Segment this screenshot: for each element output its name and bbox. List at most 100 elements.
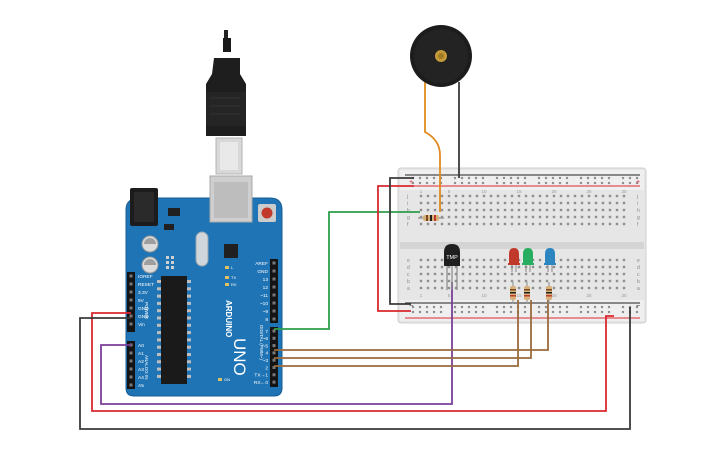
led[interactable] (508, 248, 520, 272)
resistor-buzzer[interactable] (418, 215, 444, 221)
board-led-label: TX (231, 275, 236, 280)
resistor[interactable] (546, 282, 552, 304)
row-letter: c (407, 272, 410, 278)
atmega-chip (161, 276, 187, 384)
pin-label: ~9 (263, 309, 269, 315)
rail-plus-label: + (409, 179, 413, 186)
pin-label: A3 (138, 367, 144, 373)
resistor[interactable] (524, 282, 530, 304)
pin-label: 7 (265, 329, 268, 335)
row-letter: d (407, 265, 410, 271)
pin-label: GND (138, 314, 149, 320)
pin-label: A5 (138, 383, 144, 389)
temperature-sensor[interactable]: TMP (444, 244, 460, 290)
wire-gnd-black[interactable] (79, 307, 631, 430)
pin-label: GND (257, 269, 268, 275)
pin-label: A1 (138, 351, 144, 357)
board-led (225, 283, 229, 286)
pin-label: GND (138, 306, 149, 312)
rail-minus-label: − (636, 303, 640, 310)
column-number: 10 (481, 293, 487, 298)
digital-header-top[interactable] (270, 259, 278, 323)
reset-button[interactable] (258, 204, 276, 222)
column-number: 20 (551, 189, 557, 194)
board-led (218, 378, 222, 381)
piezo-buzzer[interactable] (410, 25, 472, 87)
board-led-label: ON (224, 377, 230, 382)
wire-a0-purple[interactable] (100, 282, 453, 405)
column-number: 5 (448, 189, 451, 194)
led-group[interactable] (508, 248, 556, 304)
rail-plus-label: + (636, 179, 640, 186)
header-power-text: POWER (144, 302, 149, 320)
wire-buzzer-orange[interactable] (424, 82, 441, 212)
wire-led-green-brown[interactable] (274, 300, 532, 359)
pin-label: Vin (138, 322, 145, 328)
pin-label: RESET (138, 282, 154, 288)
analog-header[interactable] (127, 341, 135, 389)
row-letter: b (637, 279, 640, 285)
board-led-label: L (231, 265, 234, 270)
pin-label: 12 (263, 285, 269, 291)
power-header[interactable] (127, 272, 135, 332)
row-letter: h (637, 208, 640, 214)
rail-minus-label: − (409, 303, 413, 310)
board-led (225, 266, 229, 269)
pin-label: 8 (265, 317, 268, 323)
pin-label: 13 (263, 277, 269, 283)
usb-chip (224, 244, 238, 258)
wire-rail-red-left[interactable] (377, 185, 414, 312)
digital-header-bottom[interactable] (270, 327, 278, 387)
pin-label: ~5 (263, 343, 269, 349)
pin-label: A4 (138, 375, 144, 381)
row-letter: a (407, 286, 410, 292)
column-number: 25 (586, 189, 592, 194)
column-number: 5 (448, 293, 451, 298)
wire-led-red-brown[interactable] (274, 300, 549, 351)
row-letter: a (637, 286, 640, 292)
capacitor (141, 256, 159, 274)
column-number: 15 (516, 293, 522, 298)
arduino-brand-text: ARDUINO (224, 300, 233, 337)
wire-5v-red[interactable] (91, 312, 614, 412)
column-number: 30 (621, 189, 627, 194)
column-number: 1 (420, 293, 423, 298)
board-led-label: RX (231, 282, 237, 287)
wire-led-blue-brown[interactable] (274, 300, 519, 367)
breadboard-holes[interactable] (411, 176, 639, 314)
header-analog-text: ANALOG IN (144, 355, 149, 380)
header-digital-text: DIGITAL (PWM~) (259, 325, 264, 360)
row-letter: g (637, 215, 640, 221)
column-number: 15 (516, 189, 522, 194)
column-number: 20 (551, 293, 557, 298)
pin-label: A2 (138, 359, 144, 365)
wire-pin8-green[interactable] (274, 211, 420, 330)
wires[interactable] (79, 82, 631, 430)
resistor[interactable] (510, 282, 516, 304)
arduino-model-text: UNO (230, 338, 249, 376)
pin-label: ~10 (260, 301, 268, 307)
crystal-oscillator (195, 231, 209, 267)
pin-label: A0 (138, 343, 144, 349)
pin-label: ~3 (263, 358, 269, 364)
row-letter: i (407, 201, 408, 207)
led[interactable] (522, 248, 534, 272)
led[interactable] (544, 248, 556, 272)
wire-rail-black-left[interactable] (389, 177, 414, 305)
row-letter: f (637, 222, 639, 228)
pin-label: ~6 (263, 336, 269, 342)
usb-cable[interactable] (206, 30, 246, 175)
row-letter: e (407, 258, 410, 264)
pin-label: 3.3V (138, 290, 149, 296)
row-letter: j (406, 194, 408, 200)
row-letter: c (637, 272, 640, 278)
row-letter: e (637, 258, 640, 264)
